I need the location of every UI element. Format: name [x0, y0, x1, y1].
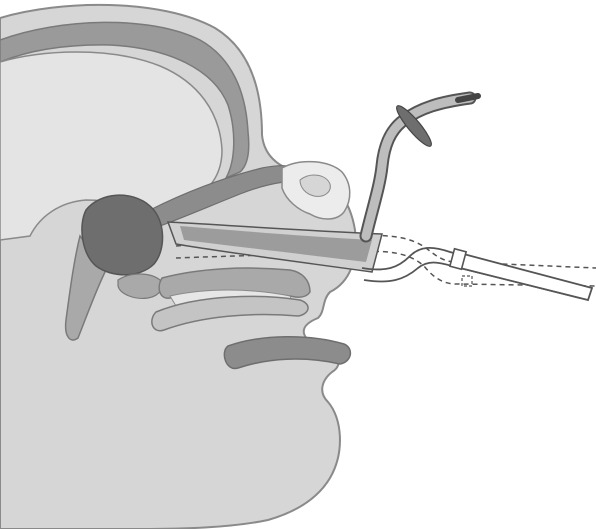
instrument-handle — [452, 252, 592, 300]
suction-tube-tip — [458, 96, 478, 100]
adenoid-mass — [82, 195, 163, 275]
